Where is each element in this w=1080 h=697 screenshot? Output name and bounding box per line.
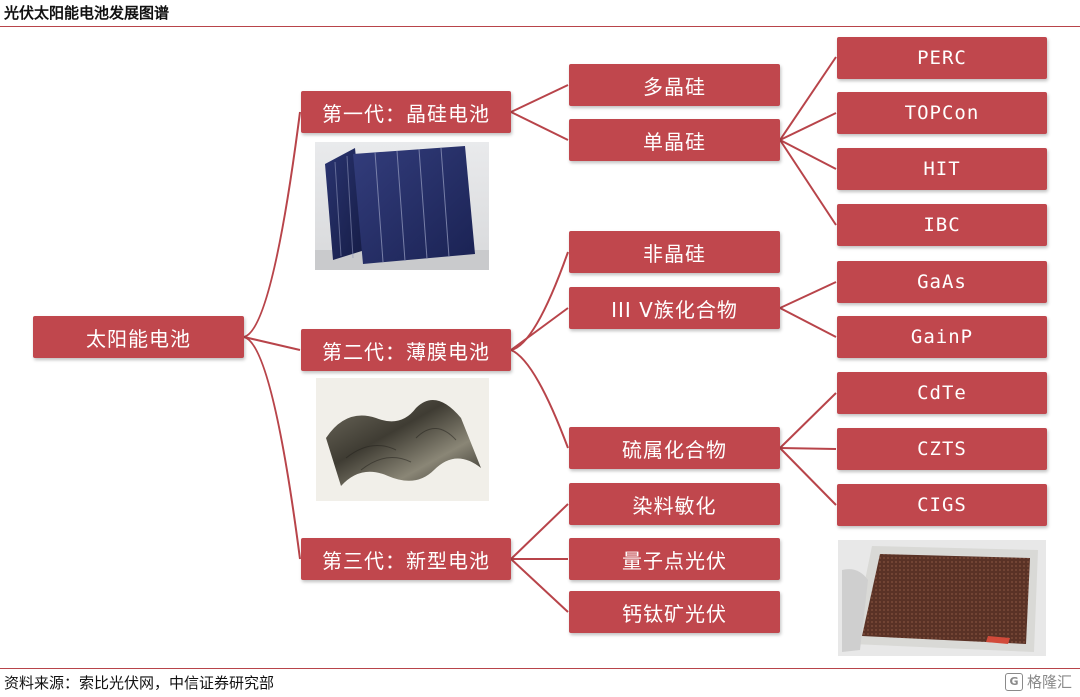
node-amorphous: 非晶硅	[569, 231, 780, 273]
bottom-rule	[0, 668, 1080, 669]
connector-iiiv-gaas	[779, 281, 837, 309]
node-cdte: CdTe	[837, 372, 1047, 414]
connector-gen2-feijing	[510, 251, 569, 351]
watermark-text: 格隆汇	[1026, 673, 1072, 691]
node-chalcogenide: 硫属化合物	[569, 427, 780, 469]
node-czts: CZTS	[837, 428, 1047, 470]
connector-liushu-cdte	[779, 392, 837, 449]
node-dye-sensitized: 染料敏化	[569, 483, 780, 525]
connector-gen2-iiiv	[510, 307, 569, 351]
generation-2-node: 第二代：薄膜电池	[301, 329, 511, 371]
node-cigs: CIGS	[837, 484, 1047, 526]
perovskite-module-photo	[838, 540, 1046, 656]
connector-gen1-danjing	[510, 111, 569, 141]
connector-gen2-liushu	[510, 349, 569, 449]
top-rule	[0, 26, 1080, 27]
node-iii-v-compound: III V族化合物	[569, 287, 780, 329]
node-topcon: TOPCon	[837, 92, 1047, 134]
connector-danjing-topcon	[779, 112, 837, 141]
connector-liushu-cigs	[779, 447, 837, 506]
connector-root-gen3	[243, 336, 301, 560]
connector-liushu-czts	[779, 447, 837, 450]
connector-danjing-hit	[779, 139, 837, 170]
node-gainp: GainP	[837, 316, 1047, 358]
node-perc: PERC	[837, 37, 1047, 79]
generation-3-node: 第三代：新型电池	[301, 538, 511, 580]
node-monocrystalline: 单晶硅	[569, 119, 780, 161]
connector-gen1-duojing	[510, 84, 569, 113]
node-gaas: GaAs	[837, 261, 1047, 303]
generation-1-node: 第一代：晶硅电池	[301, 91, 511, 133]
crystalline-silicon-cells-photo	[315, 142, 489, 270]
connector-gen3-ranliao	[510, 503, 569, 560]
connector-danjing-perc	[779, 56, 837, 141]
connector-danjing-ibc	[779, 139, 837, 226]
connector-root-gen2	[243, 336, 301, 351]
root-node: 太阳能电池	[33, 316, 244, 358]
node-quantum-dot: 量子点光伏	[569, 538, 780, 580]
chart-title: 光伏太阳能电池发展图谱	[4, 4, 170, 22]
node-hit: HIT	[837, 148, 1047, 190]
connector-root-gen1	[243, 111, 301, 338]
flexible-thin-film-cell-photo	[316, 378, 489, 501]
gelonghui-logo-icon: G	[1004, 673, 1023, 691]
watermark: G 格隆汇	[1004, 671, 1072, 693]
node-polycrystalline: 多晶硅	[569, 64, 780, 106]
connector-gen3-gaitai	[510, 558, 569, 613]
node-ibc: IBC	[837, 204, 1047, 246]
source-note: 资料来源：索比光伏网，中信证券研究部	[4, 674, 275, 692]
node-perovskite: 钙钛矿光伏	[569, 591, 780, 633]
connector-iiiv-gainp	[779, 307, 837, 338]
